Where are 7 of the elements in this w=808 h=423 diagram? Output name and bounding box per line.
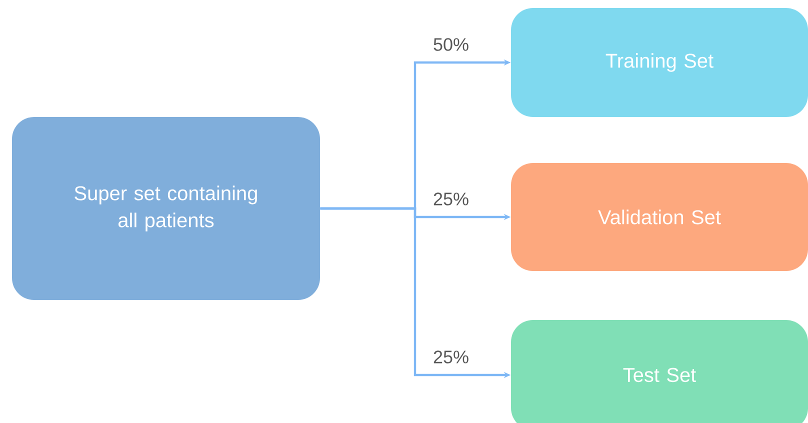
process-box: Training Set <box>511 8 808 117</box>
process-box: Validation Set <box>511 163 808 271</box>
edge-label: 25% <box>434 192 468 206</box>
source-box: Super set containing all patients <box>12 117 320 300</box>
edge-label: 25% <box>434 350 468 364</box>
edge-label: 50% <box>434 38 468 51</box>
process-box: Test Set <box>511 320 808 423</box>
